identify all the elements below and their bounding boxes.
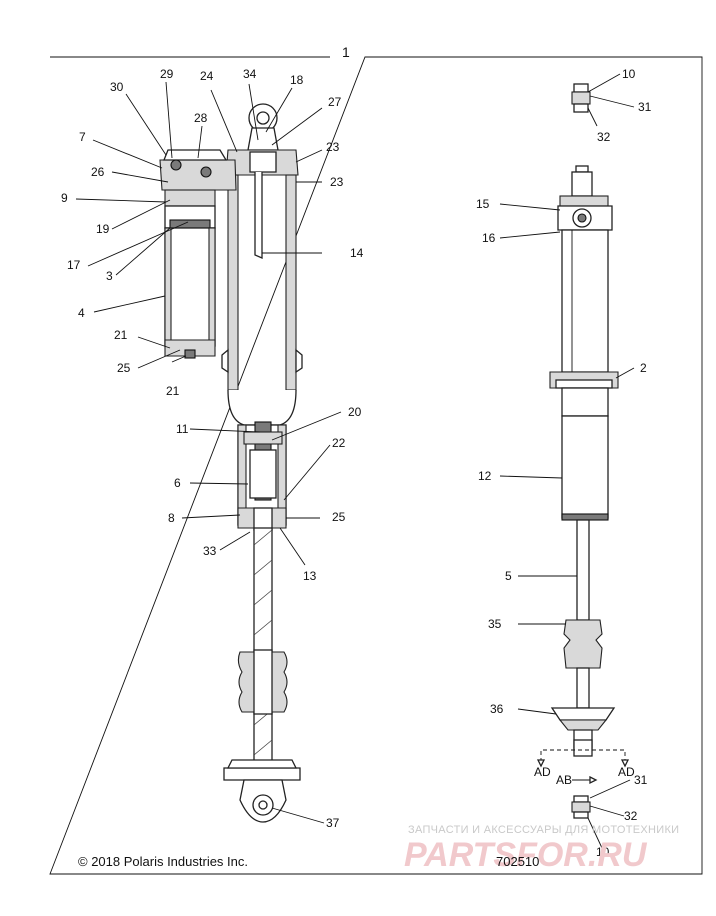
callout-11: 11 [176, 422, 189, 436]
watermark-brand: PARTSFOR.RU [404, 836, 648, 874]
callout-13: 13 [303, 569, 317, 583]
callout-14: 14 [350, 246, 364, 260]
callout-29: 29 [160, 67, 174, 81]
callout-3: 3 [106, 269, 113, 283]
callout-32b: 32 [624, 809, 638, 823]
callout-8: 8 [168, 511, 175, 525]
callout-9: 9 [61, 191, 68, 205]
callout-18: 18 [290, 73, 304, 87]
callout-35: 35 [488, 617, 502, 631]
callout-21a: 21 [114, 328, 128, 342]
callout-2: 2 [640, 361, 647, 375]
callout-19: 19 [96, 222, 110, 236]
assembly-number: 1 [342, 44, 350, 60]
callout-21b: 21 [166, 384, 180, 398]
callout-4: 4 [78, 306, 85, 320]
callout-10b: 10 [596, 845, 610, 859]
callout-7: 7 [79, 130, 86, 144]
view-label-ad-left: AD [534, 765, 551, 779]
diagram-frame [49, 56, 703, 875]
view-label-ab: AB [556, 773, 572, 787]
callout-30: 30 [110, 80, 124, 94]
callout-28: 28 [194, 111, 208, 125]
callout-23b: 23 [330, 175, 344, 189]
callout-23a: 23 [326, 140, 340, 154]
callout-12: 12 [478, 469, 492, 483]
copyright-text: © 2018 Polaris Industries Inc. [78, 854, 248, 869]
callout-36: 36 [490, 702, 504, 716]
leader-lines-left [75, 81, 342, 824]
callout-25b: 25 [332, 510, 346, 524]
callout-37: 37 [326, 816, 340, 830]
callout-15: 15 [476, 197, 490, 211]
callout-32a: 32 [597, 130, 611, 144]
callout-31a: 31 [638, 100, 652, 114]
watermark-caption: ЗАПЧАСТИ И АКСЕССУАРЫ ДЛЯ МОТОТЕХНИКИ [408, 824, 679, 836]
callout-5: 5 [505, 569, 512, 583]
shock-exterior-view [536, 83, 630, 819]
view-label-ad-right: AD [618, 765, 635, 779]
shock-cutaway-view [159, 103, 303, 823]
callout-labels: 29 24 34 18 30 28 27 7 26 23 23 9 19 17 … [61, 67, 652, 859]
callout-27: 27 [328, 95, 342, 109]
callout-20: 20 [348, 405, 362, 419]
leader-lines-right [499, 73, 635, 849]
callout-34: 34 [243, 67, 257, 81]
callout-24: 24 [200, 69, 214, 83]
callout-6: 6 [174, 476, 181, 490]
callout-26: 26 [91, 165, 105, 179]
callout-22: 22 [332, 436, 346, 450]
watermark: ЗАПЧАСТИ И АКСЕССУАРЫ ДЛЯ МОТОТЕХНИКИ PA… [404, 824, 679, 874]
callout-25a: 25 [117, 361, 131, 375]
callout-33: 33 [203, 544, 217, 558]
callout-17: 17 [67, 258, 81, 272]
drawing-number: 702510 [496, 854, 539, 869]
callout-31b: 31 [634, 773, 648, 787]
callout-10a: 10 [622, 67, 636, 81]
callout-16: 16 [482, 231, 496, 245]
